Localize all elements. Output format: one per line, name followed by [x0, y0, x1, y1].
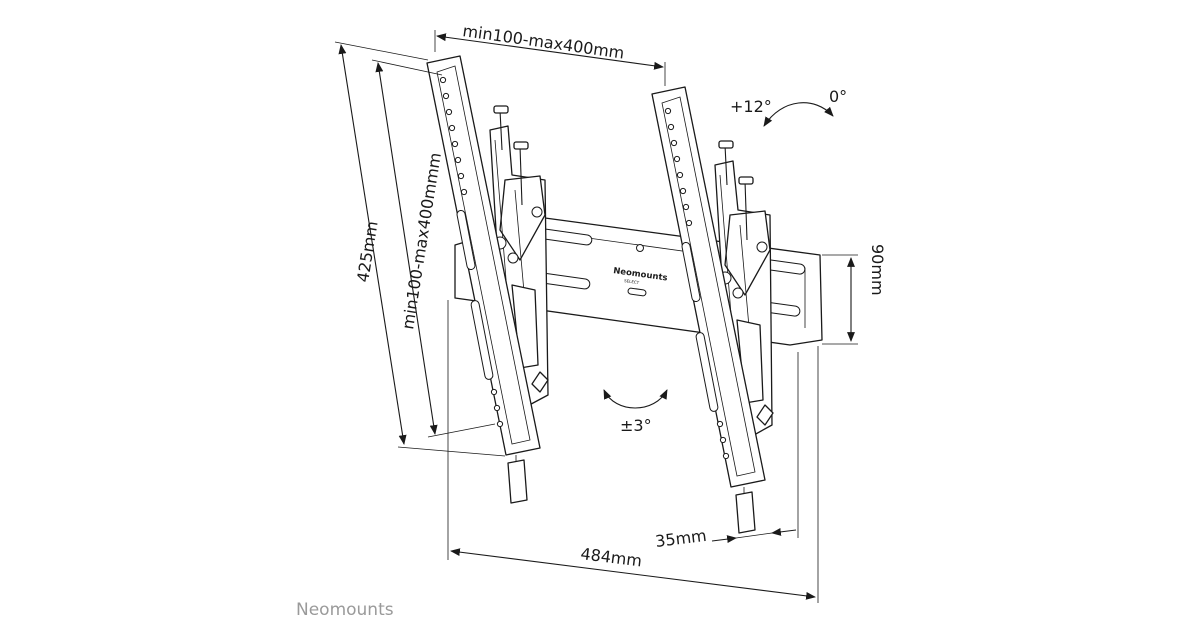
- label-swivel: ±3°: [620, 416, 652, 435]
- dimension-top-width: min100-max400mm: [434, 21, 666, 86]
- label-tilt-neutral: 0°: [829, 87, 847, 106]
- dimension-rail-height: 90mm: [822, 244, 887, 345]
- right-bracket: [651, 86, 774, 534]
- left-strip-holes: [439, 76, 504, 428]
- label-bottom-width: 484mm: [580, 544, 644, 570]
- right-strip-holes: [664, 107, 730, 460]
- label-rail-height: 90mm: [868, 244, 887, 296]
- left-bracket: [426, 55, 549, 504]
- tilt-indicator: +12° 0°: [730, 87, 847, 127]
- swivel-indicator: ±3°: [603, 389, 668, 435]
- label-wall-distance: 35mm: [654, 526, 707, 551]
- plate-brand-sub: SELECT: [624, 278, 640, 285]
- label-tilt-forward: +12°: [730, 97, 772, 116]
- footer-brand-logo: Neomounts: [296, 600, 394, 620]
- label-top-width: min100-max400mm: [461, 21, 625, 63]
